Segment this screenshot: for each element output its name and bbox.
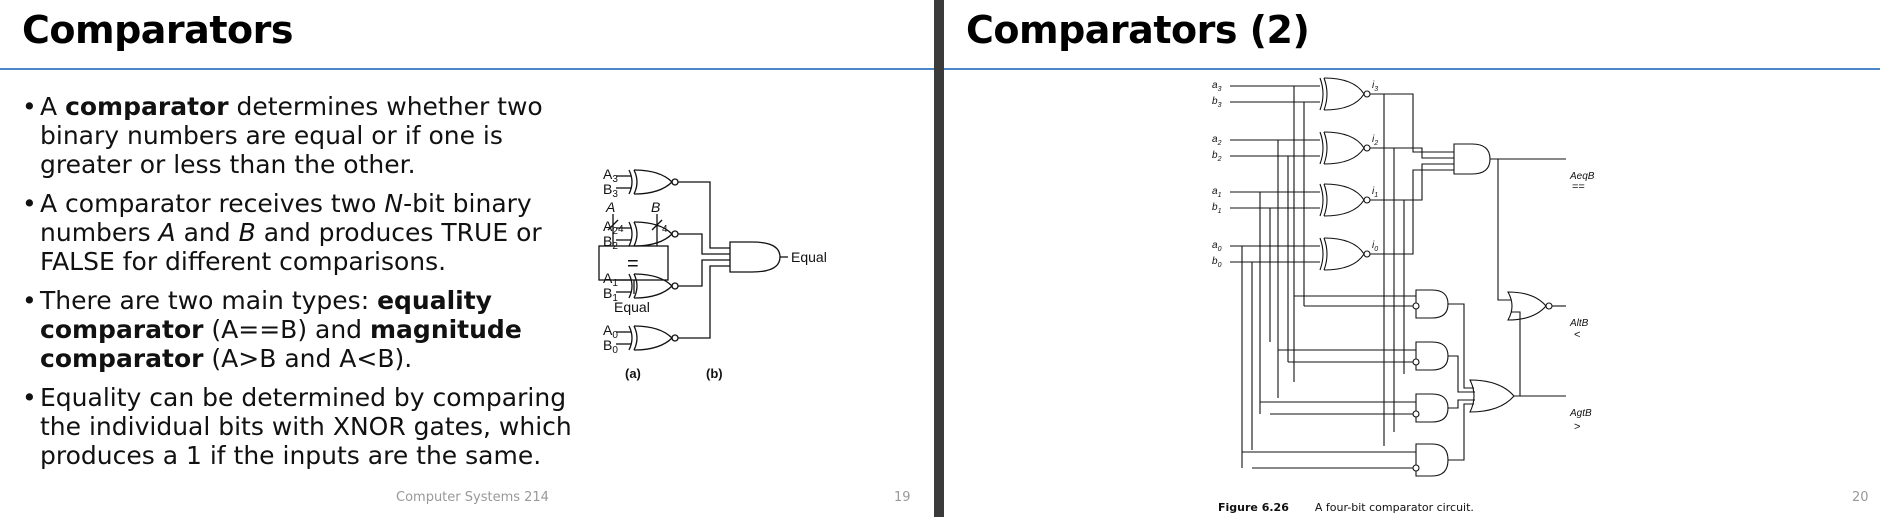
and-gate (1453, 143, 1491, 175)
input-pin-label: A0 (603, 322, 618, 341)
bullet-text: A (40, 92, 66, 121)
input-pin-label: B0 (603, 337, 618, 356)
equals-symbol: = (627, 253, 639, 275)
bullet-bold-term: comparator (65, 92, 229, 121)
bullet-italic-var: N (384, 189, 404, 218)
bullet-text: and (175, 218, 239, 247)
output-equal-label: Equal (614, 299, 650, 315)
input-pin-label: A3 (603, 166, 618, 185)
input-label: a3 (1212, 80, 1222, 93)
intermediate-label: i1 (1372, 186, 1378, 199)
slide-comparators[interactable]: Comparators A comparator determines whet… (0, 0, 934, 517)
bullet-text: -bit binary numbers (40, 189, 532, 247)
figure-caption-text: A four-bit comparator circuit. (1314, 501, 1474, 514)
xnor-gate (1319, 183, 1371, 217)
bullet-text: Equality can be determined by comparing … (40, 383, 572, 470)
output-aeqb-label: AeqB (1569, 171, 1595, 182)
input-pin-label: A2 (603, 218, 618, 237)
and-gate (1415, 393, 1449, 423)
page-number: 20 (1852, 490, 1869, 505)
bullet-italic-var: A (158, 218, 176, 247)
intermediate-label: i2 (1372, 134, 1378, 147)
input-b-label: B (651, 199, 660, 215)
figure-number: Figure 6.26 (1218, 501, 1289, 514)
equality-comparator-diagram: A B 4 4 = Equal (a) A3 B3 A2 B2 A1 B1 A0… (598, 166, 827, 381)
input-pin-label: A1 (603, 270, 618, 289)
or-gate (1507, 291, 1547, 321)
footer-course: Computer Systems 214 (396, 490, 549, 505)
output-altb-label: AltB (1569, 318, 1589, 329)
slide-title: Comparators (2) (966, 8, 1310, 52)
bullet-text: There are two main types: (40, 286, 378, 315)
xnor-gate (628, 273, 679, 299)
and-gate (1415, 341, 1449, 371)
or-gate (1469, 379, 1515, 413)
greater-than-operator: > (1574, 421, 1580, 433)
title-rule (0, 68, 934, 70)
subfigure-a-label: (a) (625, 366, 641, 381)
bullet-text: (A==B) and (203, 315, 370, 344)
input-label: b1 (1212, 202, 1222, 215)
slide-title: Comparators (22, 8, 293, 52)
bus-width-label: 4 (662, 224, 668, 235)
xnor-gate (1319, 77, 1371, 111)
bullet-list: A comparator determines whether two bina… (20, 92, 590, 480)
page-number: 19 (894, 490, 911, 505)
input-pin-label: B1 (603, 285, 618, 304)
bullet-item: There are two main types: equality compa… (20, 286, 590, 373)
equals-operator: == (1572, 181, 1585, 193)
input-pin-label: B2 (603, 233, 618, 252)
input-label: b2 (1212, 150, 1222, 163)
output-equal-label: Equal (791, 249, 827, 265)
subfigure-b-label: (b) (706, 366, 723, 381)
input-label: b0 (1212, 256, 1222, 269)
intermediate-label: i3 (1372, 80, 1378, 93)
and-gate (729, 241, 781, 273)
input-label: b3 (1212, 96, 1222, 109)
output-agtb-label: AgtB (1569, 408, 1592, 419)
bullet-item: Equality can be determined by comparing … (20, 383, 590, 470)
bullet-text: determines whether two binary numbers ar… (40, 92, 543, 179)
title-rule (944, 68, 1880, 70)
input-label: a0 (1212, 240, 1222, 253)
and-gate (1415, 443, 1449, 477)
and-gate (1415, 289, 1449, 319)
input-pin-label: B3 (603, 181, 618, 200)
bullet-item: A comparator determines whether two bina… (20, 92, 590, 179)
less-than-operator: < (1574, 329, 1580, 341)
xnor-gate (1319, 131, 1371, 165)
bullet-text: (A>B and A<B). (203, 344, 413, 373)
bullet-bold-term: equality comparator (40, 286, 492, 344)
xnor-gate (1319, 237, 1371, 271)
slide-divider (934, 0, 944, 517)
bullet-text: A comparator receives two (40, 189, 385, 218)
intermediate-label: i0 (1372, 240, 1378, 253)
input-label: a1 (1212, 186, 1222, 199)
xnor-gate (628, 221, 679, 247)
bullet-italic-var: B (238, 218, 256, 247)
bus-width-label: 4 (618, 224, 624, 235)
bullet-text: and produces TRUE or FALSE for different… (40, 218, 542, 276)
xnor-gate (628, 169, 679, 195)
xnor-gate (628, 325, 679, 351)
bullet-item: A comparator receives two N-bit binary n… (20, 189, 590, 276)
four-bit-comparator-circuit: a3 b3 a2 b2 a1 b1 a0 b0 i3 i2 i1 i0 AeqB… (1212, 77, 1595, 477)
bullet-bold-term: magnitude comparator (40, 315, 522, 373)
slide-comparators-2[interactable]: Comparators (2) (944, 0, 1880, 517)
input-a-label: A (605, 199, 615, 215)
figure-caption: Figure 6.26 A four-bit comparator circuit… (1218, 501, 1474, 514)
input-label: a2 (1212, 134, 1222, 147)
